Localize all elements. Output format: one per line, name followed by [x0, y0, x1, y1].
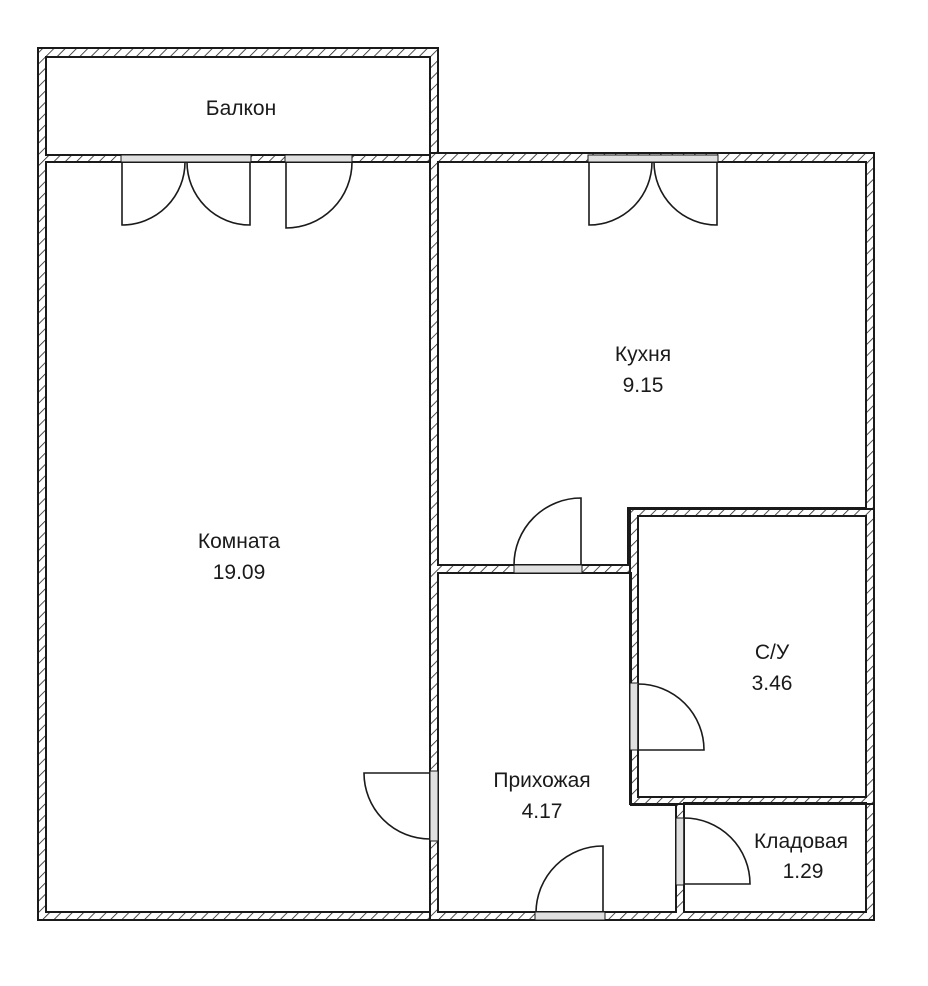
- door-entrance: [535, 845, 604, 913]
- room-label: Комната: [198, 530, 281, 553]
- opening-storage-door: [675, 817, 685, 886]
- openings: [120, 154, 719, 921]
- door-balcony-left: [121, 161, 186, 226]
- storage-area-value: 1.29: [783, 860, 824, 883]
- walls: [37, 47, 875, 921]
- opening-kitchen-window: [587, 154, 719, 163]
- bathroom-area: [637, 515, 867, 798]
- kitchen-outline: [437, 161, 867, 566]
- door-storage: [683, 817, 751, 885]
- door-room: [363, 772, 431, 840]
- labels: Балкон Комната 19.09 Кухня 9.15 С/У 3.46…: [198, 97, 848, 883]
- door-bathroom: [637, 683, 705, 751]
- opening-entrance-door: [534, 911, 606, 921]
- storage-area: [683, 802, 867, 913]
- storage-label: Кладовая: [754, 830, 848, 853]
- opening-balcony-double: [120, 154, 252, 163]
- bathroom-partition: [629, 508, 875, 805]
- bathroom-label: С/У: [755, 641, 790, 664]
- opening-room-door: [429, 770, 439, 842]
- door-balcony-single: [285, 161, 353, 229]
- opening-bathroom-door: [629, 682, 639, 751]
- hallway-label: Прихожая: [493, 769, 590, 792]
- door-balcony-right: [186, 161, 251, 226]
- window-kitchen-left: [588, 161, 653, 226]
- door-kitchen: [513, 497, 582, 566]
- kitchen-area-value: 9.15: [623, 374, 664, 397]
- bathroom-area-value: 3.46: [752, 672, 793, 695]
- doors: [121, 161, 751, 913]
- kitchen-label: Кухня: [615, 343, 671, 366]
- opening-balcony-single: [284, 154, 353, 163]
- room-area-value: 19.09: [213, 561, 266, 584]
- opening-kitchen-door: [513, 564, 583, 574]
- hallway-area-value: 4.17: [522, 800, 563, 823]
- balcony-area: [45, 56, 431, 156]
- balcony-label: Балкон: [206, 97, 276, 120]
- window-kitchen-right: [653, 161, 718, 226]
